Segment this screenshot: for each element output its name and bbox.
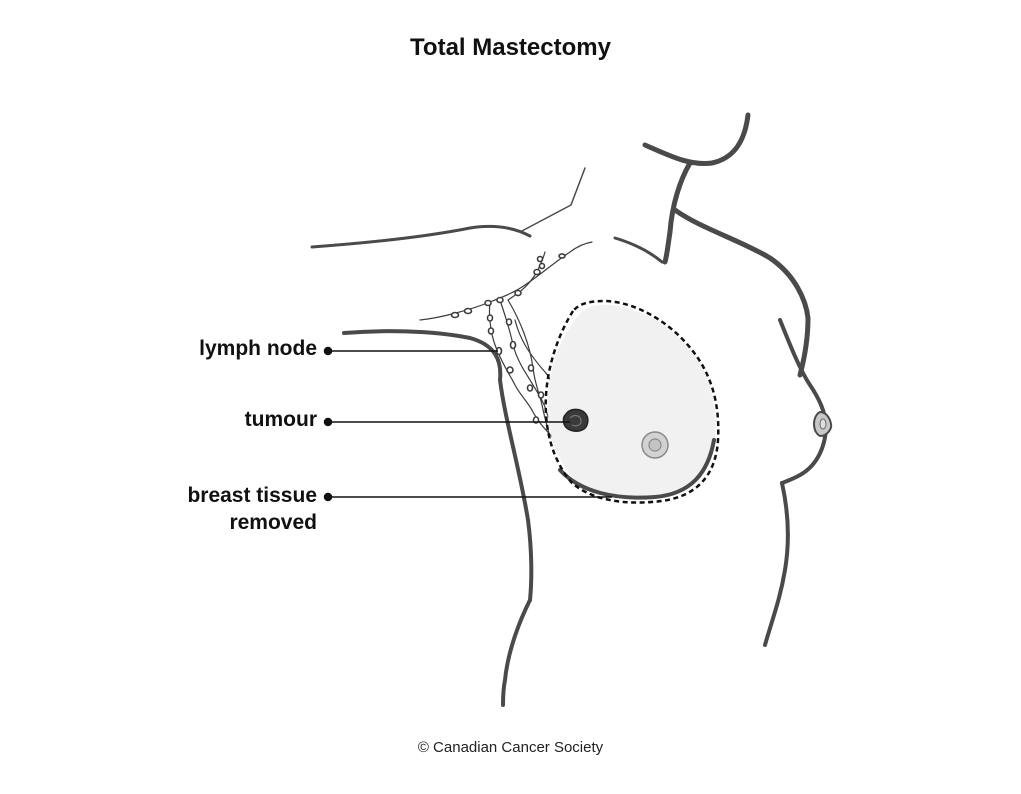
leader-dot-breast-tissue	[323, 492, 333, 502]
tumour-mass	[562, 408, 589, 432]
removal-boundary-dashed	[544, 299, 720, 504]
torso-outline	[310, 112, 828, 707]
diagram-title: Total Mastectomy	[410, 34, 611, 61]
breast-tissue-removed	[544, 299, 720, 504]
label-breast-tissue-line2: removed	[229, 511, 317, 534]
label-breast-tissue-removed: breast tissue removed	[187, 482, 317, 536]
nipple-right	[813, 410, 833, 438]
nipple-left	[641, 431, 669, 459]
breast-lower-contour	[558, 438, 716, 500]
leader-dot-tumour	[323, 417, 333, 427]
label-lymph-node: lymph node	[199, 337, 317, 360]
label-breast-tissue-line1: breast tissue	[187, 484, 317, 507]
leader-lines	[323, 346, 612, 502]
leader-dot-lymph-node	[323, 346, 333, 356]
removed-tissue-fill	[547, 304, 716, 500]
copyright-text: © Canadian Cancer Society	[417, 739, 604, 756]
label-tumour: tumour	[244, 408, 317, 431]
lymph-node-marks	[450, 253, 566, 424]
